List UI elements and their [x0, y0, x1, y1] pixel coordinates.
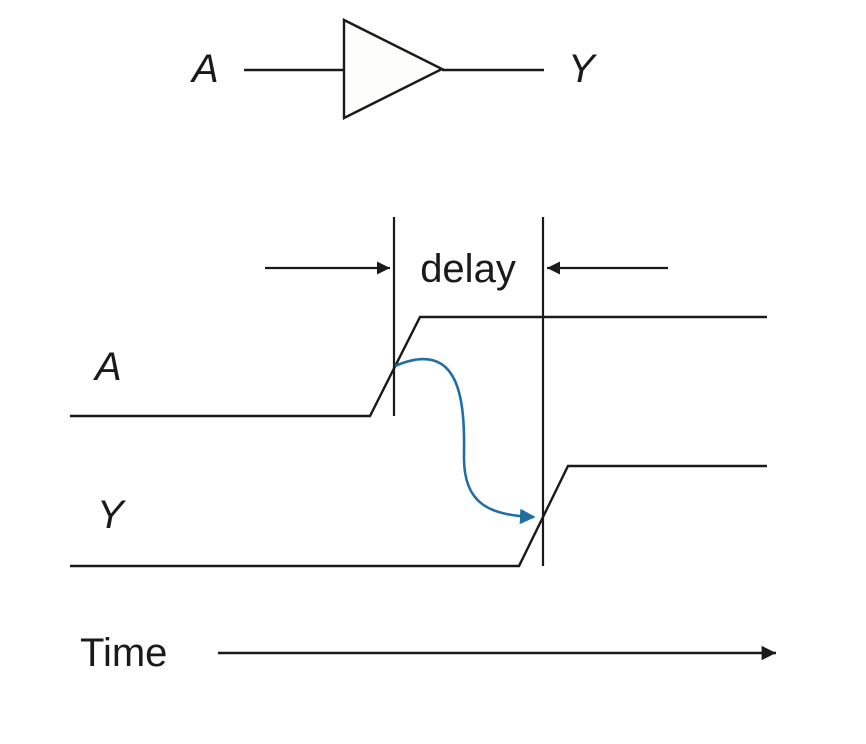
- signal-y-trace: [70, 464, 767, 568]
- delay-marker: delay: [265, 217, 668, 566]
- delay-label: delay: [420, 247, 516, 291]
- signal-y-waveform: Y: [70, 464, 767, 568]
- gate-output-label: Y: [568, 47, 598, 91]
- signal-a-waveform: A: [70, 315, 767, 418]
- gate-input-label: A: [190, 47, 219, 91]
- buffer-triangle: [342, 18, 445, 120]
- time-label: Time: [80, 631, 167, 675]
- causality-arrow: [394, 357, 536, 525]
- signal-y-label: Y: [97, 493, 127, 537]
- buffer-gate: A Y: [190, 18, 598, 120]
- time-axis: Time: [80, 631, 776, 675]
- signal-a-trace: [70, 315, 767, 418]
- signal-a-label: A: [93, 345, 122, 389]
